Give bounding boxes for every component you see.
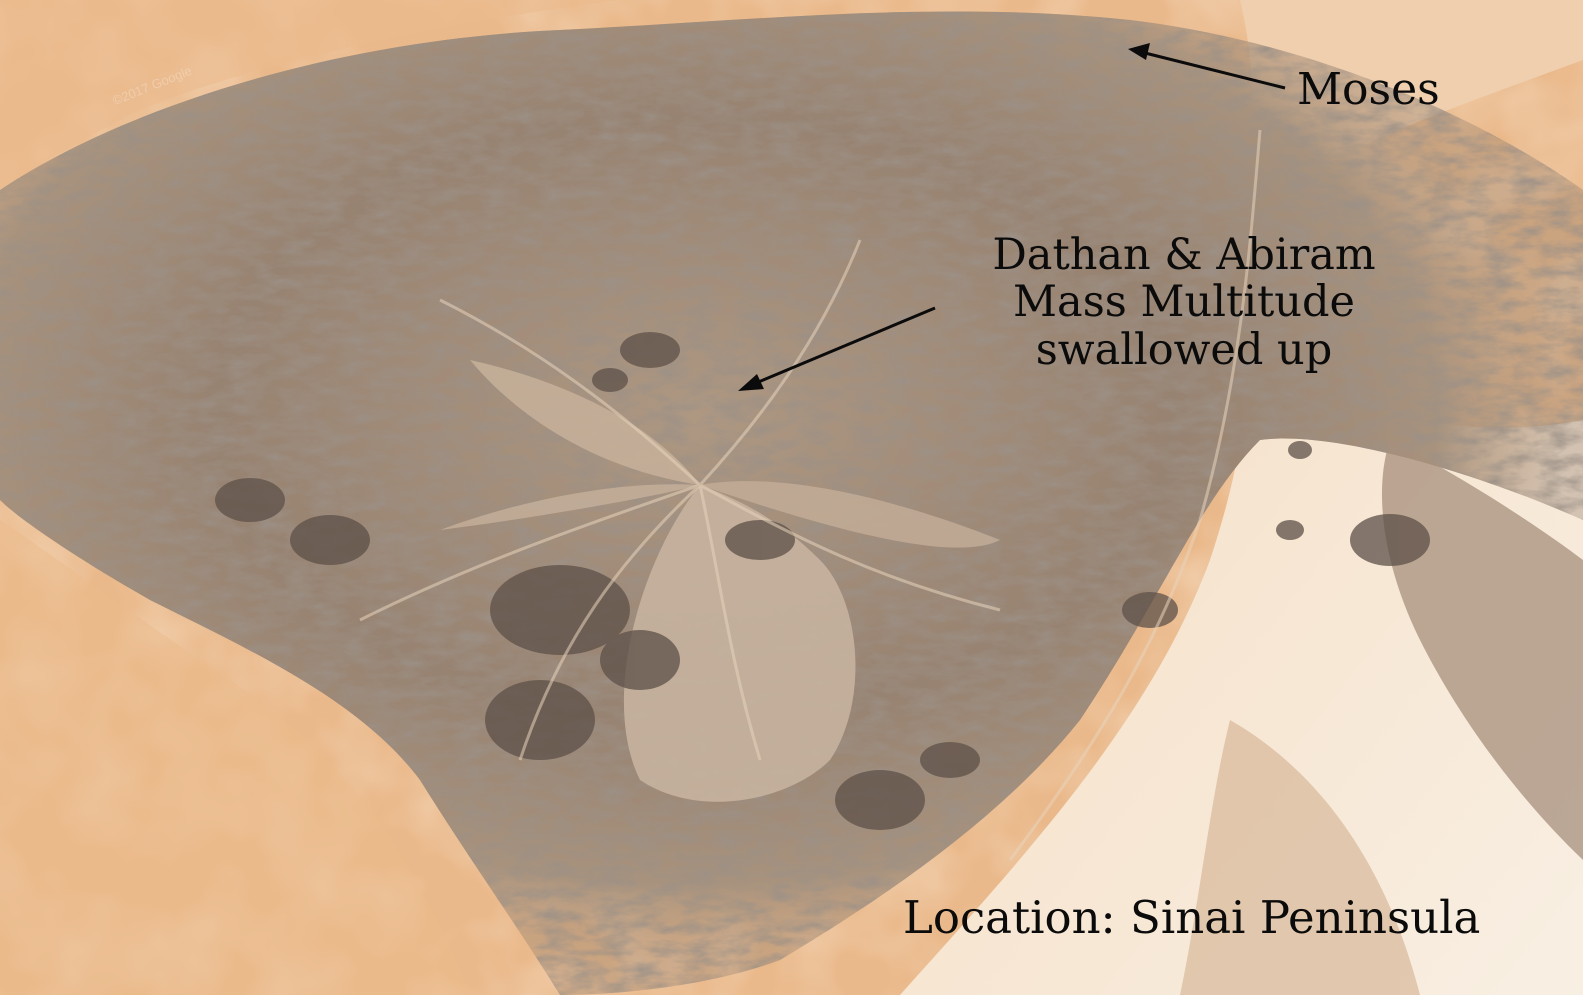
moses-label: Moses bbox=[1297, 64, 1440, 115]
event-label-line-1: Dathan & Abiram bbox=[992, 230, 1376, 280]
event-label: Dathan & Abiram Mass Multitude swallowed… bbox=[968, 230, 1400, 375]
event-label-line-3: swallowed up bbox=[1035, 324, 1333, 375]
event-label-line-2: Mass Multitude bbox=[1013, 277, 1355, 328]
location-label: Location: Sinai Peninsula bbox=[903, 891, 1481, 944]
